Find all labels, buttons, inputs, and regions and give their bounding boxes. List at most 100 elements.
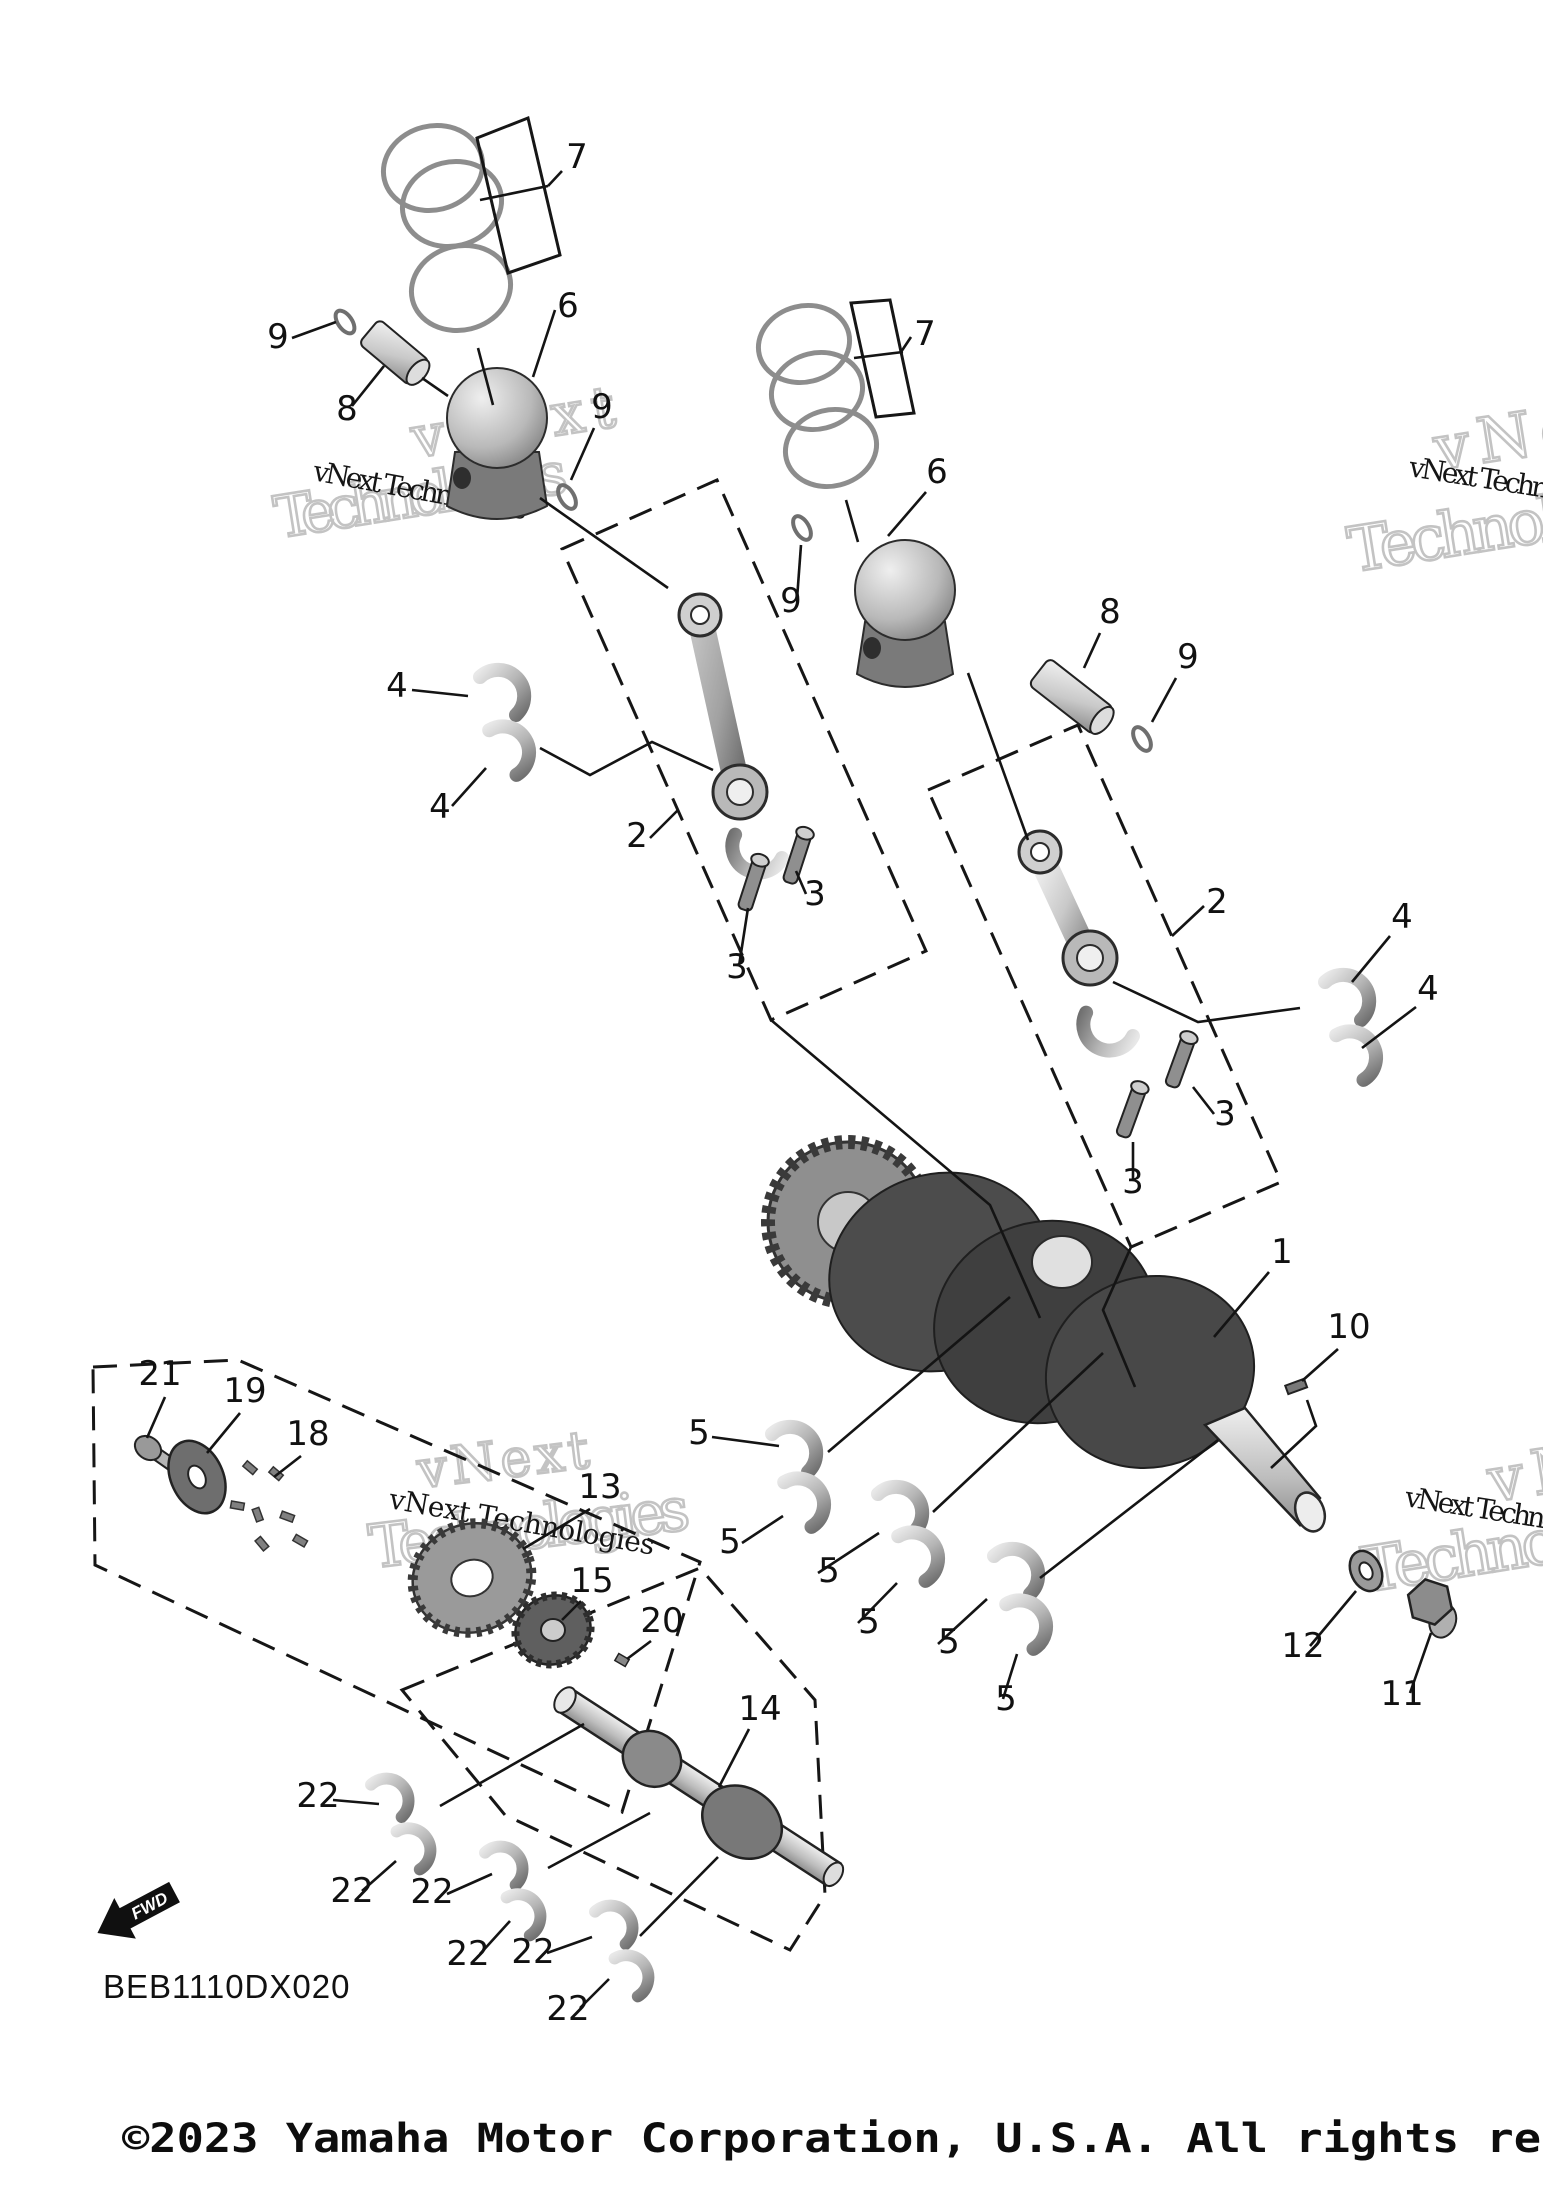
rod-bolts [737,825,1199,1139]
bearing-shell-4 [1328,1028,1381,1081]
bearing-shell-4 [481,723,534,776]
part-callout-14: 14 [738,1689,781,1729]
rod-cap [1078,1000,1135,1058]
big-end-bore [1076,944,1104,972]
rod-bolt [1115,1080,1150,1139]
small-end-bore [690,605,710,625]
watermark-bottom-right: vNext Technologies vNext Technologies [1356,1409,1543,1608]
crank-nut [1406,1578,1458,1639]
ring-set-bracket [475,115,562,275]
balancer-gear-teeth [407,1518,537,1638]
main-bearings [772,1427,1051,1651]
balancer-assembly [133,1434,845,1888]
piston-rings-set-1 [380,115,562,334]
circlip [1131,725,1153,753]
small-end-bore [1030,842,1050,862]
part-callout-13: 13 [578,1467,621,1507]
bearing-shell-22 [608,1953,653,1998]
shaft-end [553,1686,577,1714]
part-callout-4: 4 [1417,969,1439,1009]
part-callout-22: 22 [446,1934,489,1974]
part-callout-4: 4 [386,666,408,706]
rod-bolt [1164,1030,1199,1089]
piston-rings-set-2 [755,298,916,490]
pin-end [1089,705,1115,735]
piston-ring [408,242,514,334]
part-callout-22: 22 [330,1871,373,1911]
bearing-shell-5 [776,1475,829,1528]
part-callout-8: 8 [1099,592,1121,632]
piston-pin-1 [360,320,431,386]
crank-nose-tip [1293,1491,1327,1533]
bearing-shell-22 [500,1892,545,1937]
shaft-journal [621,1729,683,1789]
bearing-shell-5 [890,1529,943,1582]
part-callout-5: 5 [688,1413,710,1453]
pin-boss-hole [453,467,471,489]
part-callout-7: 7 [914,314,936,354]
part-callout-9: 9 [591,387,613,427]
part-callout-22: 22 [296,1776,339,1816]
part-callout-3: 3 [726,947,748,987]
bearing-shell-4 [1325,975,1369,1020]
part-callout-5: 5 [858,1602,880,1642]
sprocket-teeth [511,1591,595,1669]
balancer-weight [701,1784,784,1860]
part-callout-15: 15 [570,1561,613,1601]
part-callout-5: 5 [995,1679,1017,1719]
piston-ring [755,302,853,386]
copyright-line: ©2023 Yamaha Motor Corporation, U.S.A. A… [122,2116,1543,2162]
conrod-2-group-box [926,723,1283,1249]
part-callout-4: 4 [429,787,451,827]
bearing-shell-5 [994,1549,1038,1594]
woodruff-key [1283,1377,1309,1396]
conrod-1-group-box [560,478,928,1022]
drawing-code: BEB1110DX020 [103,1968,350,2005]
part-callout-9: 9 [267,317,289,357]
part-callout-22: 22 [546,1989,589,2029]
crank-key-washer-nut [1283,1377,1458,1639]
piston-2 [854,539,956,688]
connecting-rod-1 [677,592,784,880]
crankshaft [761,1135,1327,1533]
watermark-top-right: vNext Technologies vNext Technologies [1342,377,1543,588]
piston-crown [446,367,548,469]
balancer-weights-group-box [91,1358,702,1815]
part-callout-10: 10 [1327,1307,1370,1347]
part-callout-2: 2 [1206,882,1228,922]
part-callout-18: 18 [286,1414,329,1454]
bearing-shell-5 [998,1597,1051,1650]
part-callout-3: 3 [1214,1094,1236,1134]
leader-lines [145,170,1433,2009]
watermark-piston-area: vNext Technologies vNext Technologies [268,371,621,553]
bracket-midline [853,350,904,360]
part-callout-20: 20 [640,1601,683,1641]
shaft-body [556,1687,843,1887]
bearing-shell-22 [390,1826,435,1871]
sprocket-bore [540,1618,566,1642]
shaft-end [822,1861,845,1888]
part-callout-4: 4 [1391,897,1413,937]
part-callout-19: 19 [223,1371,266,1411]
piston-skirt [445,451,549,520]
circlip [556,483,578,511]
part-callout-3: 3 [1122,1162,1144,1202]
fwd-arrow: FWD [97,1881,180,1939]
part-callout-12: 12 [1281,1626,1324,1666]
part-callout-11: 11 [1380,1674,1423,1714]
rod-bolt [737,852,770,912]
part-callout-21: 21 [138,1354,181,1394]
pin-boss-hole [863,637,881,659]
part-callout-2: 2 [626,816,648,856]
damper-washer-hole [187,1464,207,1490]
part-callout-22: 22 [511,1932,554,1972]
rod-beam-shade [687,615,750,788]
bearing-shell-4 [480,670,524,715]
part-callout-5: 5 [719,1522,741,1562]
part-callout-9: 9 [780,581,802,621]
part-callout-9: 9 [1177,637,1199,677]
connecting-rod-2 [1017,829,1135,1058]
